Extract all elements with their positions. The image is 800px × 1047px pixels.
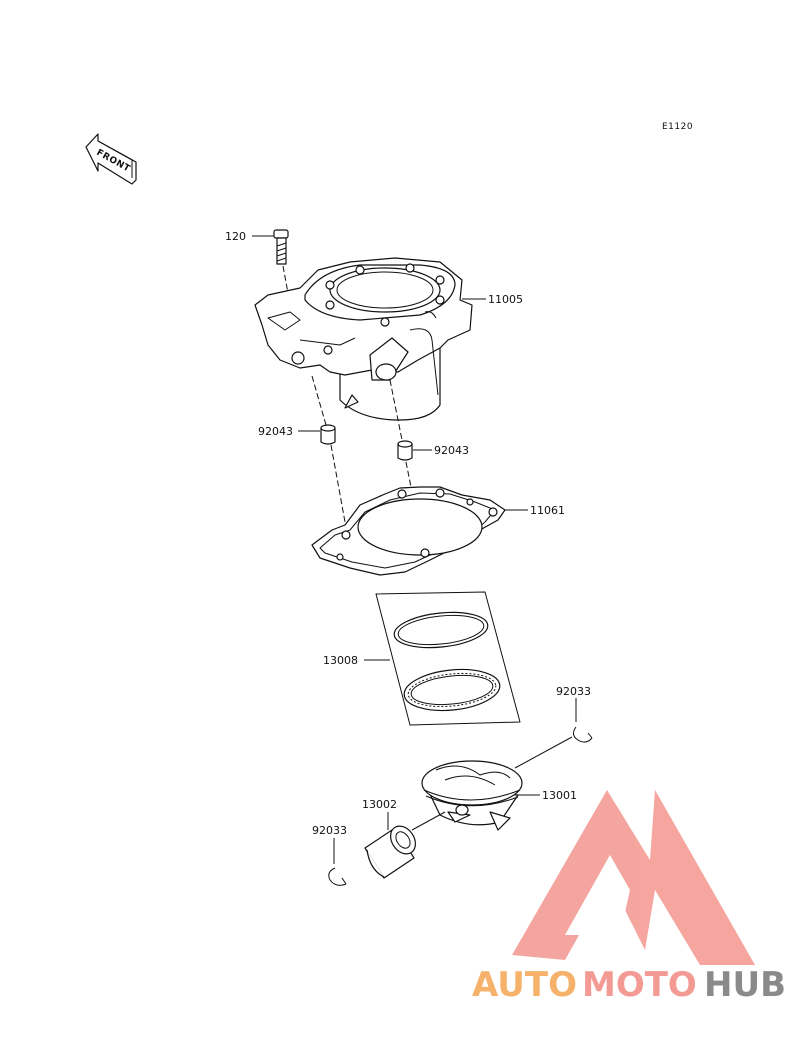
piston-pin-13002 xyxy=(364,825,416,879)
part-number-13008: 13008 xyxy=(323,654,358,667)
part-number-120: 120 xyxy=(225,230,246,243)
gasket-11061 xyxy=(311,486,506,576)
part-number-11005: 11005 xyxy=(488,293,523,306)
wordmark-auto: AUTO xyxy=(472,965,577,1005)
part-number-13002: 13002 xyxy=(362,798,397,811)
part-number-92043-left: 92043 xyxy=(258,425,293,438)
logo-triangle-mark xyxy=(512,790,755,965)
dowel-pin-92043-right xyxy=(397,440,413,461)
part-number-11061: 11061 xyxy=(530,504,565,517)
wordmark-moto: MOTO xyxy=(582,965,697,1005)
circlip-92033-right xyxy=(572,726,593,743)
piston-ring-set-13008 xyxy=(375,591,521,726)
part-number-92033-left: 92033 xyxy=(312,824,347,837)
front-arrow-icon: FRONT xyxy=(85,133,137,185)
bolt-120 xyxy=(273,229,289,265)
watermark-logo xyxy=(512,790,755,965)
wordmark-hub: HUB xyxy=(704,965,786,1005)
diagram-code: E1120 xyxy=(662,122,693,132)
cylinder-11005 xyxy=(254,257,473,421)
circlip-92033-left xyxy=(328,867,347,886)
part-number-92043-right: 92043 xyxy=(434,444,469,457)
piston-13001 xyxy=(421,760,523,831)
dowel-pin-92043-left xyxy=(320,424,336,445)
watermark-wordmark: AUTO MOTO HUB xyxy=(472,965,786,1005)
logo-inner-cut xyxy=(565,855,630,935)
part-number-92033-right: 92033 xyxy=(556,685,591,698)
part-number-13001: 13001 xyxy=(542,789,577,802)
